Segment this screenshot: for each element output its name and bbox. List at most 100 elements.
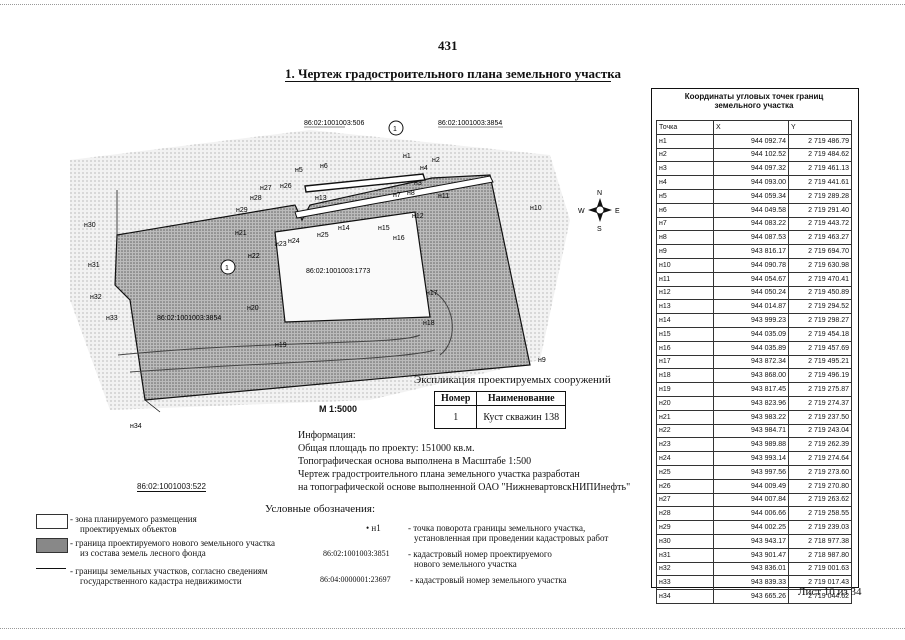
y-cell: 2 719 273.60	[788, 464, 852, 480]
point-cell: н24	[656, 451, 714, 466]
point-cell: н12	[656, 285, 714, 301]
cadastral-label: 86:02:1001003:522	[137, 482, 206, 492]
y-cell: 2 719 263.62	[788, 492, 852, 508]
point-cell: н34	[656, 589, 714, 604]
x-cell: 944 007.84	[713, 492, 789, 508]
col-header-y: Y	[788, 120, 852, 135]
point-label: н2	[432, 157, 440, 164]
x-cell: 944 035.89	[713, 340, 789, 356]
y-cell: 2 719 486.79	[788, 133, 852, 149]
point-label: н23	[275, 241, 287, 248]
x-cell: 943 984.71	[713, 423, 789, 439]
point-label: н21	[235, 230, 247, 237]
site-plan-drawing: 86:02:1001003:506 86:02:1001003:3854 86:…	[70, 120, 620, 430]
object-marker-label: 1	[393, 126, 397, 133]
legend-text: - кадастровый номер проектируемого	[408, 549, 552, 559]
x-cell: 944 102.52	[713, 147, 789, 163]
page-title: 1. Чертеж градостроительного плана земел…	[285, 66, 622, 81]
legend-item: - кадастровый номер проектируемого новог…	[408, 549, 552, 569]
x-cell: 943 983.22	[713, 409, 789, 425]
object-marker	[220, 259, 236, 275]
info-line: Топографическая основа выполнена в Масшт…	[298, 456, 532, 467]
point-cell: н20	[656, 395, 714, 411]
col-header-x: X	[713, 120, 789, 135]
road-line	[129, 349, 436, 373]
x-cell: 943 868.00	[713, 368, 789, 384]
legend-text: - границы земельных участков, согласно с…	[70, 566, 268, 576]
point-label: н20	[247, 305, 259, 312]
legend-text: из состава земель лесного фонда	[80, 548, 206, 558]
explication-title: Экспликация проектируемых сооружений	[414, 374, 611, 386]
legend-item: - зона планируемого размещения проектиру…	[70, 514, 197, 534]
point-label: н3	[414, 180, 422, 187]
point-label: н30	[84, 222, 96, 229]
scale-label: М 1:5000	[319, 404, 358, 414]
point-label: н4	[420, 165, 428, 172]
object-marker	[388, 120, 404, 136]
y-cell: 2 719 495.21	[788, 354, 852, 370]
point-label: н6	[320, 163, 328, 170]
coordinates-title-line: Координаты угловых точек границ	[684, 92, 824, 101]
x-cell: 944 009.49	[713, 478, 789, 494]
point-cell: н8	[656, 230, 714, 246]
point-label: н15	[378, 225, 390, 232]
point-label: н24	[288, 238, 300, 245]
legend-item: - границы земельных участков, согласно с…	[70, 566, 268, 586]
page-number: 431	[438, 38, 458, 53]
point-cell: н18	[656, 368, 714, 384]
legend-text: проектируемых объектов	[80, 524, 177, 534]
compass-s: S	[597, 226, 602, 233]
coordinates-title: Координаты угловых точек границ земельно…	[651, 92, 857, 110]
x-cell: 944 059.34	[713, 188, 789, 204]
point-label: н5	[295, 167, 303, 174]
point-label: н27	[260, 185, 272, 192]
point-cell: н15	[656, 326, 714, 342]
legend-text: - точка поворота границы земельного учас…	[408, 523, 586, 533]
coordinates-title-line: земельного участка	[714, 101, 794, 110]
expl-header-number: Номер	[433, 391, 478, 406]
point-label: н33	[106, 315, 118, 322]
x-cell: 943 943.17	[713, 533, 789, 549]
legend-text: государственного кадастра недвижимости	[80, 576, 242, 586]
legend-sample: 86:02:1001003:3851	[323, 549, 390, 558]
point-label: н13	[315, 195, 327, 202]
x-cell: 943 823.96	[713, 395, 789, 411]
legend-item: - точка поворота границы земельного учас…	[408, 523, 608, 543]
cadastral-label: 86:02:1001003:3854	[438, 120, 502, 127]
y-cell: 2 719 275.87	[788, 382, 852, 397]
y-cell: 2 719 454.18	[788, 326, 852, 342]
point-label: н16	[393, 235, 405, 242]
point-label: н22	[248, 253, 260, 260]
expl-header-name: Наименование	[476, 391, 567, 406]
x-cell: 944 097.32	[713, 161, 789, 177]
road-band-mid	[294, 175, 494, 219]
compass-n: N	[597, 190, 602, 197]
y-cell: 2 719 470.41	[788, 271, 852, 287]
info-heading: Информация:	[298, 430, 356, 441]
point-label: н10	[530, 205, 542, 212]
x-cell: 943 817.45	[713, 382, 789, 397]
y-cell: 2 719 457.69	[788, 340, 852, 356]
compass-w: W	[578, 208, 585, 215]
point-cell: н33	[656, 575, 714, 591]
y-cell: 2 719 461.13	[788, 161, 852, 177]
table-row: 1 Куст скважин 138	[433, 405, 567, 429]
x-cell: 944 093.00	[713, 175, 789, 190]
x-cell: 943 839.33	[713, 575, 789, 591]
legend-text: - зона планируемого размещения	[70, 514, 197, 524]
point-cell: н30	[656, 533, 714, 549]
info-line: Чертеж градостроительного плана земельно…	[298, 469, 580, 480]
